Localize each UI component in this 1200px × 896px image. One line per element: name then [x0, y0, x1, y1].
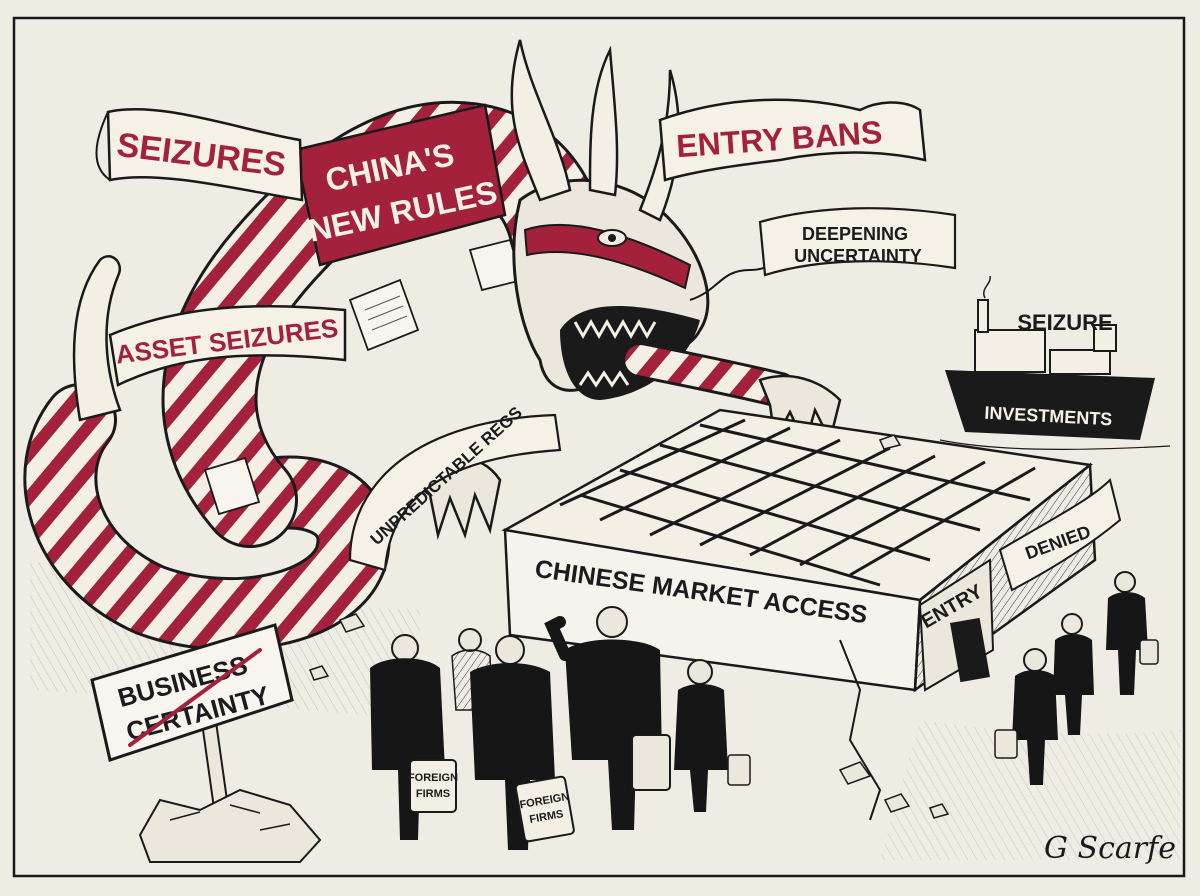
banner-deepening-label-1: DEEPENING [802, 224, 908, 244]
businessman-4 [674, 659, 751, 812]
businessman-7 [1106, 571, 1159, 695]
briefcase-center-line-2: FIRMS [529, 808, 565, 826]
banner-deepening-uncertainty: DEEPENING UNCERTAINTY [758, 207, 957, 277]
banner-china-new-rules: CHINA'S NEW RULES [293, 103, 507, 267]
businessmen-group: FOREIGN FIRMS FOREIGN FIRMS [370, 571, 1159, 850]
businessman-1: FOREIGN FIRMS [370, 634, 458, 840]
debris [309, 434, 950, 819]
businessman-2: FOREIGN FIRMS [470, 635, 575, 850]
banner-seizures: SEIZURES [95, 108, 304, 202]
market-access-maze: CHINESE MARKET ACCESS ENTRY DENIED [501, 408, 1122, 821]
briefcase-left-line-1: FOREIGN [408, 772, 458, 784]
businessman-5 [994, 648, 1058, 785]
briefcase-left-line-2: FIRMS [416, 788, 450, 800]
businessman-6 [1053, 613, 1094, 735]
seizure-ship: SEIZURE INVESTMENTS [939, 275, 1171, 450]
banner-entry-bans: ENTRY BANS [658, 98, 927, 182]
banner-deepening-label-2: UNCERTAINTY [794, 246, 922, 266]
businessman-3 [544, 606, 671, 830]
frame-border [12, 16, 1186, 878]
ship-title: SEIZURE [1017, 310, 1112, 335]
artist-signature: G Scarfe [1044, 831, 1176, 866]
